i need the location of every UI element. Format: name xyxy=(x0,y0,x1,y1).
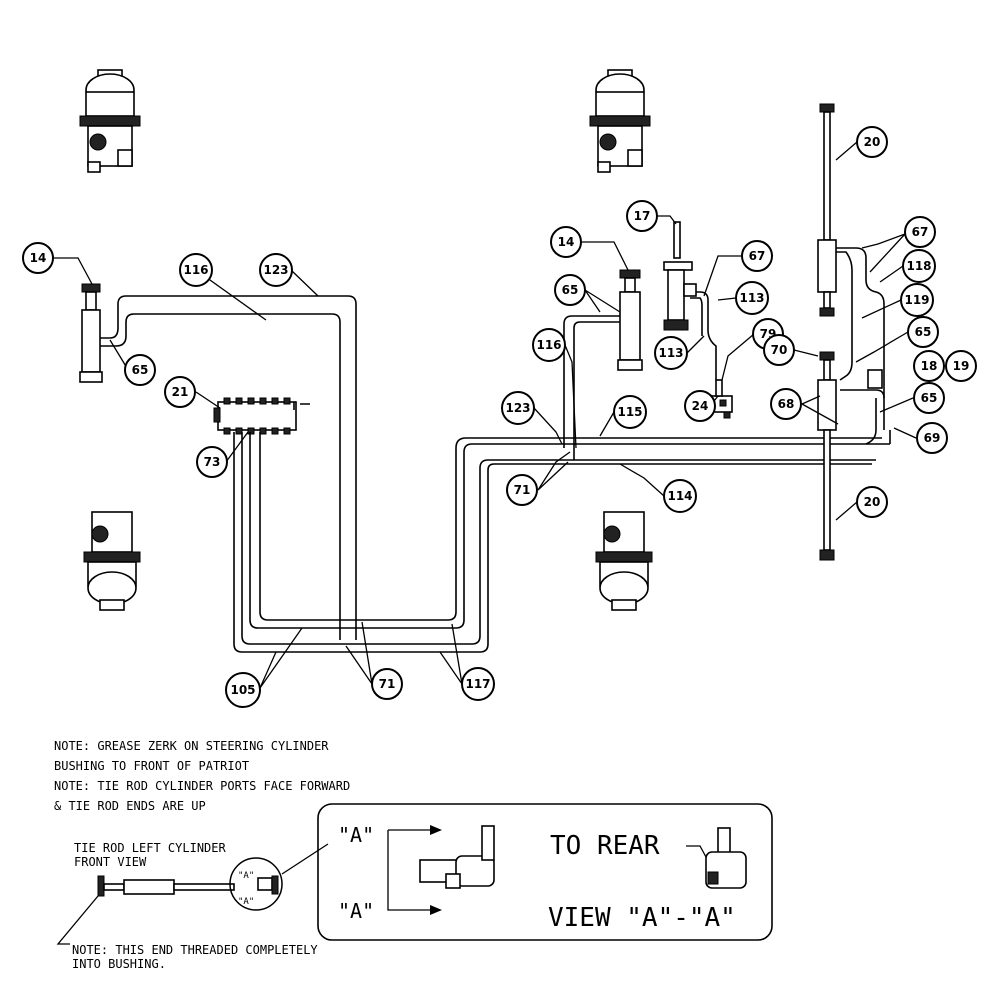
callout-116-mid: 116 xyxy=(532,328,566,362)
callout-119: 119 xyxy=(900,283,934,317)
svg-text:17: 17 xyxy=(634,209,651,223)
callout-117: 117 xyxy=(461,667,495,701)
callout-73: 73 xyxy=(196,446,228,478)
callout-70: 70 xyxy=(763,334,795,366)
callout-123-left: 123 xyxy=(259,253,293,287)
svg-text:119: 119 xyxy=(904,293,929,307)
callout-113-b: 113 xyxy=(654,336,688,370)
svg-text:113: 113 xyxy=(658,346,683,360)
callout-113-a: 113 xyxy=(735,281,769,315)
svg-text:65: 65 xyxy=(132,363,149,377)
svg-text:65: 65 xyxy=(562,283,579,297)
wheel-hub-top-left xyxy=(79,69,141,173)
view-label-a-top: "A" xyxy=(338,823,374,847)
svg-text:115: 115 xyxy=(617,405,642,419)
svg-text:20: 20 xyxy=(864,135,881,149)
valve-manifold xyxy=(213,397,297,435)
svg-text:105: 105 xyxy=(230,683,255,697)
callout-68: 68 xyxy=(770,388,802,420)
svg-text:14: 14 xyxy=(30,251,47,265)
notes-block: NOTE: GREASE ZERK ON STEERING CYLINDER B… xyxy=(54,739,350,813)
callout-20-bottom: 20 xyxy=(856,486,888,518)
svg-text:20: 20 xyxy=(864,495,881,509)
note-line-4: & TIE ROD ENDS ARE UP xyxy=(54,799,206,813)
callout-65-right2: 65 xyxy=(913,382,945,414)
note-line-3: NOTE: TIE ROD CYLINDER PORTS FACE FORWAR… xyxy=(54,779,350,793)
callout-71-bottom: 71 xyxy=(371,668,403,700)
detail-label-a-top: "A" xyxy=(238,871,254,881)
svg-text:118: 118 xyxy=(906,259,931,273)
svg-text:67: 67 xyxy=(912,225,929,239)
svg-text:70: 70 xyxy=(771,343,788,357)
callout-67-right: 67 xyxy=(904,216,936,248)
svg-text:123: 123 xyxy=(505,401,530,415)
steering-valve-17 xyxy=(663,221,697,331)
tie-rod-front-view: TIE ROD LEFT CYLINDER FRONT VIEW "A" "A"… xyxy=(56,841,329,971)
svg-text:68: 68 xyxy=(778,397,795,411)
svg-text:21: 21 xyxy=(172,385,189,399)
hose-routes xyxy=(100,247,891,653)
view-a-a-box: "A" "A" TO REAR VIEW "A"-"A" xyxy=(317,803,773,941)
callout-105: 105 xyxy=(225,672,261,708)
callout-116-left: 116 xyxy=(179,253,213,287)
to-rear-label: TO REAR xyxy=(550,831,660,861)
threaded-note-line-1: NOTE: THIS END THREADED COMPLETELY xyxy=(72,943,318,957)
callout-115: 115 xyxy=(613,395,647,429)
callout-17: 17 xyxy=(626,200,658,232)
tie-rod-title: TIE ROD LEFT CYLINDER xyxy=(74,841,226,855)
callout-114: 114 xyxy=(663,479,697,513)
callout-24: 24 xyxy=(684,390,716,422)
callout-69: 69 xyxy=(916,422,948,454)
svg-text:116: 116 xyxy=(536,338,561,352)
svg-text:65: 65 xyxy=(921,391,938,405)
callout-65-mid: 65 xyxy=(554,274,586,306)
callout-123-mid: 123 xyxy=(501,391,535,425)
svg-text:113: 113 xyxy=(739,291,764,305)
wheel-hub-bottom-right xyxy=(595,511,653,611)
note-line-1: NOTE: GREASE ZERK ON STEERING CYLINDER xyxy=(54,739,329,753)
callout-65-right1: 65 xyxy=(907,316,939,348)
svg-text:71: 71 xyxy=(514,483,531,497)
svg-text:19: 19 xyxy=(953,359,970,373)
svg-text:69: 69 xyxy=(924,431,941,445)
svg-text:114: 114 xyxy=(667,489,692,503)
note-line-2: BUSHING TO FRONT OF PATRIOT xyxy=(54,759,249,773)
svg-text:116: 116 xyxy=(183,263,208,277)
callout-20-top: 20 xyxy=(856,126,888,158)
fitting-18 xyxy=(867,369,883,389)
view-label-a-bottom: "A" xyxy=(338,899,374,923)
steering-cylinder-left xyxy=(79,283,103,383)
svg-text:71: 71 xyxy=(379,677,396,691)
detail-label-a-bottom: "A" xyxy=(238,897,254,907)
svg-text:67: 67 xyxy=(749,249,766,263)
svg-text:14: 14 xyxy=(558,235,575,249)
threaded-note-line-2: INTO BUSHING. xyxy=(72,957,166,971)
steering-cylinder-center xyxy=(617,269,643,371)
svg-text:73: 73 xyxy=(204,455,221,469)
wheel-hub-bottom-left xyxy=(83,511,141,611)
callout-21: 21 xyxy=(164,376,196,408)
svg-text:18: 18 xyxy=(921,359,938,373)
callout-67-mid: 67 xyxy=(741,240,773,272)
callout-18: 18 xyxy=(913,350,945,382)
svg-text:24: 24 xyxy=(692,399,709,413)
tie-rod-cylinder-right xyxy=(817,103,837,561)
callout-118: 118 xyxy=(902,249,936,283)
callout-14-right: 14 xyxy=(550,226,582,258)
svg-text:123: 123 xyxy=(263,263,288,277)
svg-text:65: 65 xyxy=(915,325,932,339)
callout-14-left: 14 xyxy=(22,242,54,274)
callout-19: 19 xyxy=(945,350,977,382)
callout-71-mid: 71 xyxy=(506,474,538,506)
view-a-a-label: VIEW "A"-"A" xyxy=(548,903,736,933)
tie-rod-subtitle: FRONT VIEW xyxy=(74,855,147,869)
callout-65-left: 65 xyxy=(124,354,156,386)
wheel-hub-top-right xyxy=(589,69,651,173)
svg-text:117: 117 xyxy=(465,677,490,691)
